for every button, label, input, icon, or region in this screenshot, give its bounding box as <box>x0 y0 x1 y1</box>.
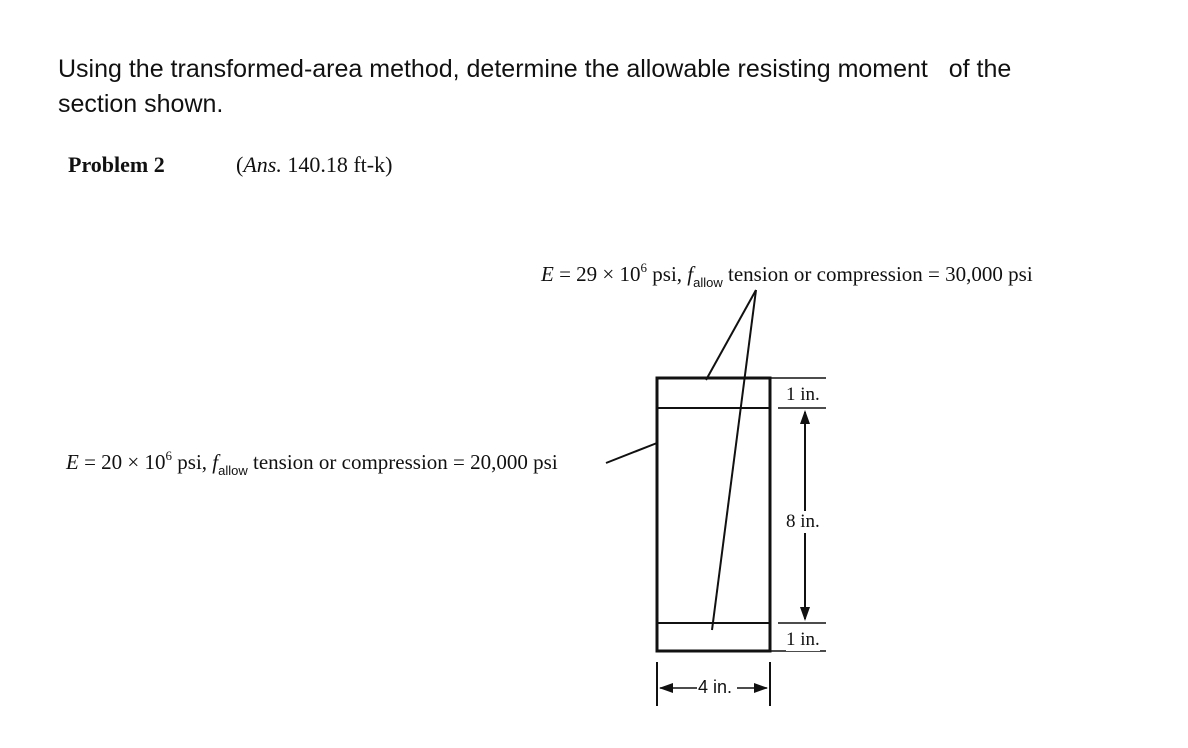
section-outline <box>655 376 772 653</box>
answer-open: ( <box>236 152 244 177</box>
answer-text: (Ans. 140.18 ft-k) <box>236 152 392 178</box>
top-label-rest: tension or compression = 30,000 psi <box>722 262 1033 286</box>
top-e-eq: = 29 × 10 <box>553 262 641 286</box>
web-material-label: E = 20 × 106 psi, fallow tension or comp… <box>66 448 558 478</box>
problem-label: Problem 2 <box>68 152 165 177</box>
answer-ans: Ans. <box>243 152 282 177</box>
left-f-symbol: f <box>212 450 219 474</box>
top-e-symbol: E <box>541 262 554 286</box>
answer-value: 140.18 ft-k) <box>281 152 393 177</box>
question-line-2: section shown. <box>58 90 224 118</box>
dim-bottom-plate-label: 1 in. <box>786 629 820 651</box>
left-label-rest: tension or compression = 20,000 psi <box>247 450 558 474</box>
dim-arrow-web-up <box>800 410 810 424</box>
question-text: Using the transformed-area method, deter… <box>58 52 1138 122</box>
top-f-sub: allow <box>693 275 723 290</box>
question-line-1: Using the transformed-area method, deter… <box>58 55 1012 83</box>
left-e-symbol: E <box>66 450 79 474</box>
dim-top-plate-label: 1 in. <box>786 384 820 406</box>
leader-top-steel <box>705 289 757 381</box>
top-e-exp: 6 <box>640 260 648 275</box>
top-plate-material-label: E = 29 × 106 psi, fallow tension or comp… <box>541 260 1033 290</box>
dim-arrow-web-down <box>800 607 810 621</box>
top-f-symbol: f <box>687 262 694 286</box>
left-e-exp: 6 <box>165 448 173 463</box>
dim-arrow-width-right <box>754 683 768 693</box>
left-e-eq: = 20 × 10 <box>78 450 166 474</box>
leader-web <box>605 442 658 464</box>
left-e-unit: psi, <box>172 450 213 474</box>
top-e-unit: psi, <box>647 262 688 286</box>
leader-top-steel-diagonal <box>711 289 757 631</box>
left-f-sub: allow <box>218 463 248 478</box>
dim-web-label: 8 in. <box>786 511 820 533</box>
dim-width-label: 4 in. <box>698 677 733 698</box>
dim-arrow-width-left <box>659 683 673 693</box>
